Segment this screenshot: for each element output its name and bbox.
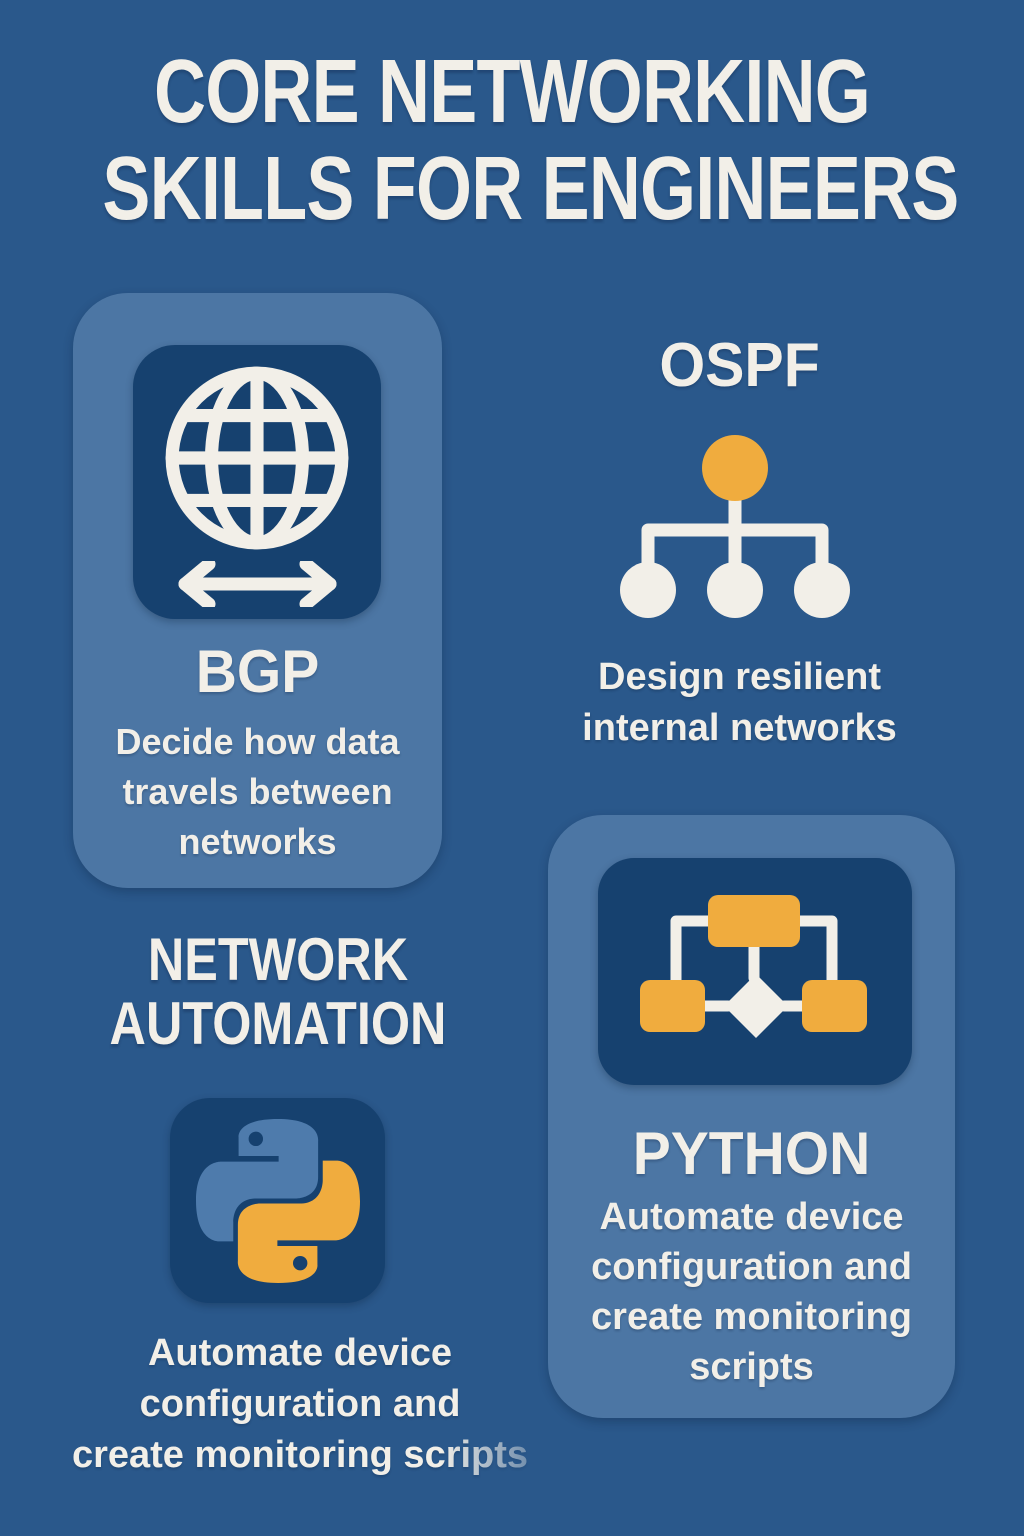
python-description-line: configuration and [591,1246,912,1288]
double-arrow-icon [178,561,336,607]
automation-title-line2: AUTOMATION [109,990,447,1057]
automation-description-line: create monitoring scripts [71,1434,529,1476]
bgp-description: Decide how data travels between networks [73,717,442,867]
ospf-description: Design resilient internal networks [552,652,927,754]
python-logo-tile [170,1098,385,1303]
automation-description-line: configuration and [139,1383,461,1425]
bgp-description-line: travels between [122,771,393,812]
poster-title-line1: CORE NETWORKING [154,42,871,142]
bgp-icon-tile [133,345,381,619]
python-description-line: Automate device [599,1196,904,1238]
python-description-line: create monitoring [591,1296,912,1338]
flowchart-icon [640,895,867,1038]
automation-description-line: Automate device [147,1332,453,1374]
poster-title-line2: SKILLS FOR ENGINEERS [102,139,959,239]
poster-title: CORE NETWORKING SKILLS FOR ENGINEERS [102,42,959,239]
automation-title: NETWORK AUTOMATION [51,928,505,1056]
python-description-line: scripts [689,1346,814,1388]
bgp-card: BGP Decide how data travels between netw… [73,293,442,888]
ospf-description-line: Design resilient [598,656,881,698]
python-icon-tile [598,858,912,1085]
automation-description: Automate device configuration and create… [30,1328,570,1481]
globe-icon [165,366,349,550]
bgp-description-line: networks [178,821,337,862]
bgp-description-line: Decide how data [115,721,400,762]
python-description: Automate device configuration and create… [548,1192,955,1392]
bgp-title: BGP [195,638,320,705]
network-tree-icon [620,435,850,618]
python-logo-icon [195,1118,360,1283]
automation-title-line1: NETWORK [147,926,409,993]
python-card: PYTHON Automate device configuration and… [548,815,955,1418]
python-title: PYTHON [632,1120,871,1187]
ospf-description-line: internal networks [582,707,897,749]
ospf-title: OSPF [659,331,820,400]
